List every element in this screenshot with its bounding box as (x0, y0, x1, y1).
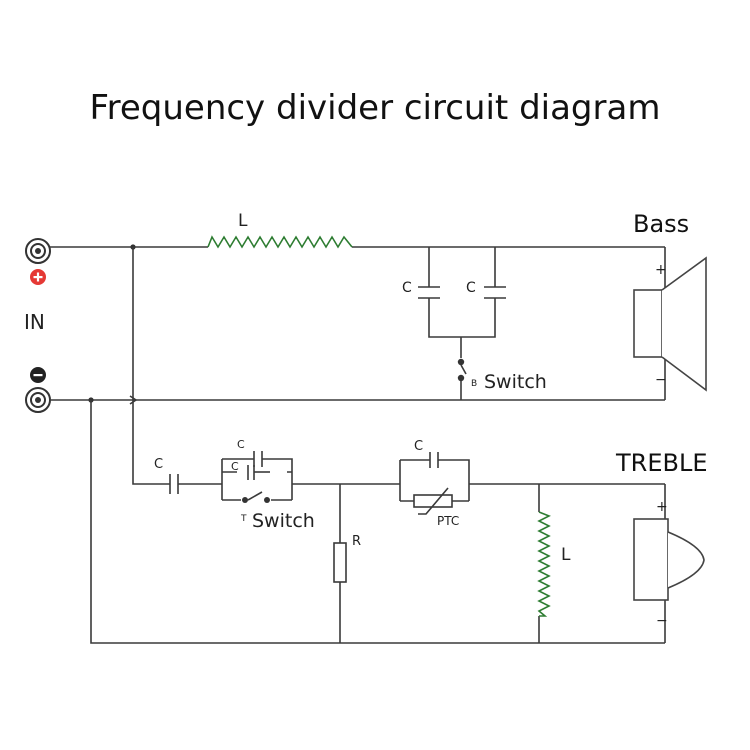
minus-terminal-icon (30, 367, 46, 383)
ptc-label: PTC (437, 514, 459, 528)
bass-inductor (207, 235, 353, 249)
treble-inductor (537, 511, 551, 617)
bass-inductor-label: L (238, 211, 248, 231)
bass-speaker-plus: + (655, 262, 667, 278)
binding-post-icon (25, 387, 51, 413)
bass-switch-marker: B (471, 379, 477, 389)
treble-switch-marker: T (240, 514, 247, 524)
treble-label: TREBLE (615, 449, 708, 477)
bass-speaker-minus: − (655, 372, 667, 388)
plus-terminal-icon (30, 269, 46, 285)
input-label: IN (24, 310, 45, 334)
treble-speaker-minus: − (656, 613, 668, 629)
binding-post-icon (25, 238, 51, 264)
ptc-thermistor (413, 494, 453, 508)
bass-label: Bass (633, 210, 689, 238)
ptc-cap-label: C (414, 439, 423, 454)
resistor-label: R (352, 534, 361, 549)
treble-inductor-label: L (561, 545, 571, 565)
treble-switch (247, 491, 263, 501)
bass-cap-2-label: C (466, 280, 476, 296)
diagram-title: Frequency divider circuit diagram (89, 88, 661, 128)
woofer-speaker-icon (633, 256, 707, 392)
treble-series-cap-label: C (154, 457, 163, 472)
bass-switch-label: Switch (484, 371, 547, 393)
treble-parallel-cap-label: C (237, 438, 245, 451)
bass-switch (460, 364, 467, 375)
resistor (333, 542, 347, 583)
treble-switch-label: Switch (252, 510, 315, 532)
tweeter-speaker-icon (633, 518, 705, 601)
treble-inner-cap-label: C (231, 460, 239, 473)
bass-cap-1-label: C (402, 280, 412, 296)
treble-speaker-plus: + (656, 499, 668, 515)
